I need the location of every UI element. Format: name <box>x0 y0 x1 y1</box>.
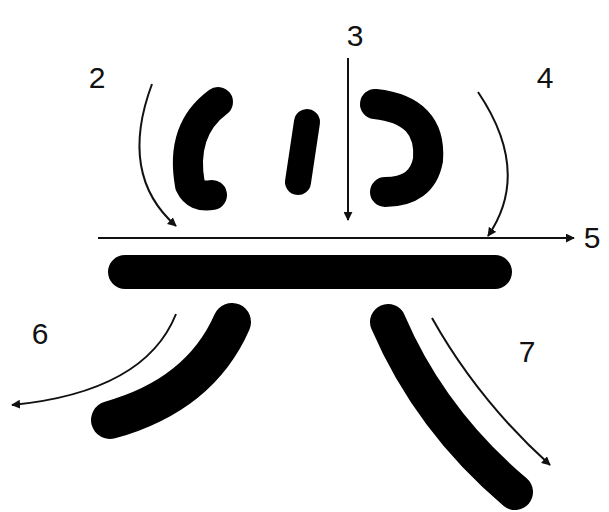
callout-number: 5 <box>584 223 601 253</box>
chromosome <box>388 322 515 492</box>
arrow <box>139 84 176 226</box>
callout-number: 7 <box>519 337 536 367</box>
arrow <box>432 318 550 465</box>
arrow <box>478 92 508 236</box>
callout-number: 3 <box>347 21 364 51</box>
callout-number: 2 <box>89 63 106 93</box>
arrow <box>12 314 176 405</box>
chromosome <box>298 122 307 182</box>
chromosome-shapes <box>110 102 515 492</box>
chromosome <box>375 104 428 192</box>
movement-arrows <box>12 58 574 465</box>
arrow <box>347 58 349 220</box>
arrow <box>98 237 574 239</box>
callout-number: 4 <box>537 63 554 93</box>
chromosome <box>125 255 495 289</box>
callout-number: 6 <box>32 319 49 349</box>
chromosome <box>188 102 218 196</box>
